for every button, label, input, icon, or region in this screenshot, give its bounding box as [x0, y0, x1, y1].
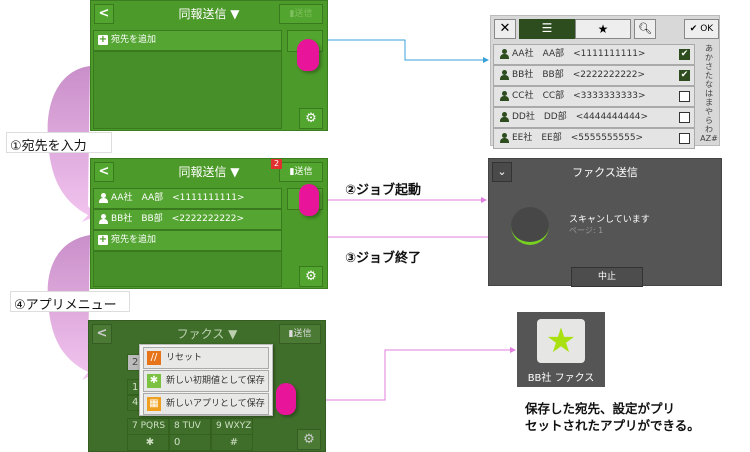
person-icon	[98, 192, 108, 203]
index-letter[interactable]: AZ#	[700, 134, 718, 143]
page-count: ページ: 1	[569, 226, 604, 235]
contact-row[interactable]: AA社 AA部 <1111111111> ✔	[493, 44, 695, 65]
back-button[interactable]: <	[92, 324, 112, 344]
key-star[interactable]: ✱	[127, 434, 169, 451]
caption: 保存した宛先、設定がプリ セットされたアプリができる。	[525, 400, 700, 434]
search-button[interactable]: 🔍︎	[634, 19, 656, 39]
app-tile[interactable]: ★ BB社 ファクス	[517, 312, 605, 387]
menu-item-label: 新しい初期値として保存	[166, 376, 265, 386]
send-button[interactable]: ▮送信	[279, 324, 321, 344]
contact-list-screen: ✕ ☰ ★ 🔍︎ ✔ OK AA社 AA部 <1111111111>✔BB社 B…	[490, 15, 720, 149]
screen-title: ファクス ▼	[176, 327, 238, 341]
index-letter[interactable]: あ	[705, 44, 713, 53]
close-button[interactable]: ✕	[494, 19, 516, 39]
menu-item[interactable]: ✱ 新しい初期値として保存	[143, 370, 269, 392]
key-hash[interactable]: #	[211, 434, 253, 451]
status-text: スキャンしています	[569, 215, 650, 225]
person-icon	[499, 90, 509, 101]
screen-title: 同報送信 ▼	[178, 165, 240, 179]
menu-item[interactable]: ▦ 新しいアプリとして保存	[143, 393, 269, 415]
fax-sending-dialog: ⌄ ファクス送信 スキャンしています ページ: 1 中止	[488, 158, 722, 287]
dialog-title: ファクス送信	[572, 166, 638, 179]
checkbox[interactable]: ✔	[679, 49, 690, 60]
ok-button[interactable]: ✔ OK	[684, 19, 719, 39]
gear-icon[interactable]: ⚙	[299, 108, 323, 129]
index-letter[interactable]: ら	[705, 116, 713, 125]
checkbox[interactable]	[679, 91, 690, 102]
gear-icon[interactable]: ⚙	[299, 266, 323, 287]
add-destination-button[interactable]: +宛先を追加	[93, 230, 282, 251]
gear-icon[interactable]: ⚙	[297, 429, 321, 450]
contact-text: BB社 BB部 <2222222222>	[512, 70, 646, 80]
caption-line: セットされたアプリができる。	[525, 418, 700, 433]
back-button[interactable]: <	[94, 162, 114, 182]
add-destination-button[interactable]: +宛先を追加	[93, 30, 282, 51]
contact-text: CC社 CC部 <3333333333>	[512, 91, 646, 101]
index-letter[interactable]: わ	[705, 125, 713, 134]
contact-text: EE社 EE部 <5555555555>	[512, 133, 644, 143]
contact-row[interactable]: EE社 EE部 <5555555555>	[493, 128, 695, 149]
step2-label: ②ジョブ起動	[345, 183, 422, 198]
broadcast-screen-empty: 同報送信 ▼ < ▮送信 +宛先を追加 ⚙	[90, 0, 328, 131]
person-icon	[98, 213, 108, 224]
index-letter[interactable]: は	[705, 89, 713, 98]
stop-button[interactable]: 中止	[571, 267, 643, 287]
tap-hand-icon	[297, 39, 319, 71]
plus-icon: +	[98, 233, 108, 245]
fax-screen-app-menu: ファクス ▼ < ▮送信 2 1 4 7 PQRS 8 TUV 9 WXYZ ✱…	[88, 320, 326, 452]
index-letter[interactable]: や	[705, 107, 713, 116]
send-button-disabled[interactable]: ▮送信	[279, 4, 323, 24]
person-icon	[499, 132, 509, 143]
person-icon	[499, 111, 509, 122]
checkbox[interactable]	[679, 133, 690, 144]
checkbox[interactable]	[679, 112, 690, 123]
plus-icon: +	[98, 33, 108, 45]
send-button[interactable]: ▮送信	[279, 162, 323, 182]
tap-hand-icon	[299, 184, 319, 216]
contact-row[interactable]: BB社 BB部 <2222222222> ✔	[493, 65, 695, 86]
app-menu-popup: // リセット ✱ 新しい初期値として保存 ▦ 新しいアプリとして保存	[139, 344, 273, 416]
key-8[interactable]: 8 TUV	[169, 418, 211, 435]
tab-list[interactable]: ☰	[519, 19, 575, 39]
collapse-button[interactable]: ⌄	[492, 162, 512, 182]
contact-text: DD社 DD部 <4444444444>	[512, 112, 649, 122]
back-button[interactable]: <	[94, 4, 114, 24]
menu-item-icon: ✱	[147, 374, 161, 388]
connector-to-contact-list	[322, 39, 489, 63]
index-letter[interactable]: た	[705, 71, 713, 80]
menu-item[interactable]: // リセット	[143, 347, 269, 369]
checkbox[interactable]: ✔	[679, 70, 690, 81]
destination-row[interactable]: BB社 BB部 <2222222222>	[93, 209, 282, 230]
key-0[interactable]: 0	[169, 434, 211, 451]
progress-spinner	[511, 207, 549, 245]
broadcast-screen-filled: 同報送信 ▼ < ▮送信 2 AA社 AA部 <1111111111> BB社 …	[90, 158, 328, 289]
key-7[interactable]: 7 PQRS	[127, 418, 169, 435]
key-9[interactable]: 9 WXYZ	[211, 418, 253, 435]
contact-row[interactable]: DD社 DD部 <4444444444>	[493, 107, 695, 128]
tap-hand-icon	[276, 383, 296, 415]
destination-row[interactable]: AA社 AA部 <1111111111>	[93, 188, 282, 209]
screen-title: 同報送信 ▼	[178, 7, 240, 21]
person-icon	[499, 69, 509, 80]
menu-item-label: リセット	[166, 353, 203, 363]
index-letter[interactable]: な	[705, 80, 713, 89]
menu-item-label: 新しいアプリとして保存	[166, 399, 265, 409]
menu-item-icon: ▦	[147, 397, 161, 411]
index-letter[interactable]: さ	[705, 62, 713, 71]
destination-count-badge: 2	[271, 159, 282, 169]
index-letter[interactable]: ま	[705, 98, 713, 107]
menu-item-icon: //	[147, 351, 161, 365]
caption-line: 保存した宛先、設定がプリ	[525, 401, 676, 416]
person-icon	[499, 48, 509, 59]
index-letter[interactable]: か	[705, 53, 713, 62]
contact-text: AA社 AA部 <1111111111>	[512, 49, 646, 59]
step1-label: ①宛先を入力	[6, 132, 112, 154]
step3-label: ③ジョブ終了	[345, 251, 422, 266]
step4-label: ④アプリメニュー	[10, 291, 130, 313]
contact-row[interactable]: CC社 CC部 <3333333333>	[493, 86, 695, 107]
tab-favorites[interactable]: ★	[575, 19, 631, 39]
app-label: BB社 ファクス	[527, 373, 595, 384]
star-icon: ★	[537, 319, 585, 363]
